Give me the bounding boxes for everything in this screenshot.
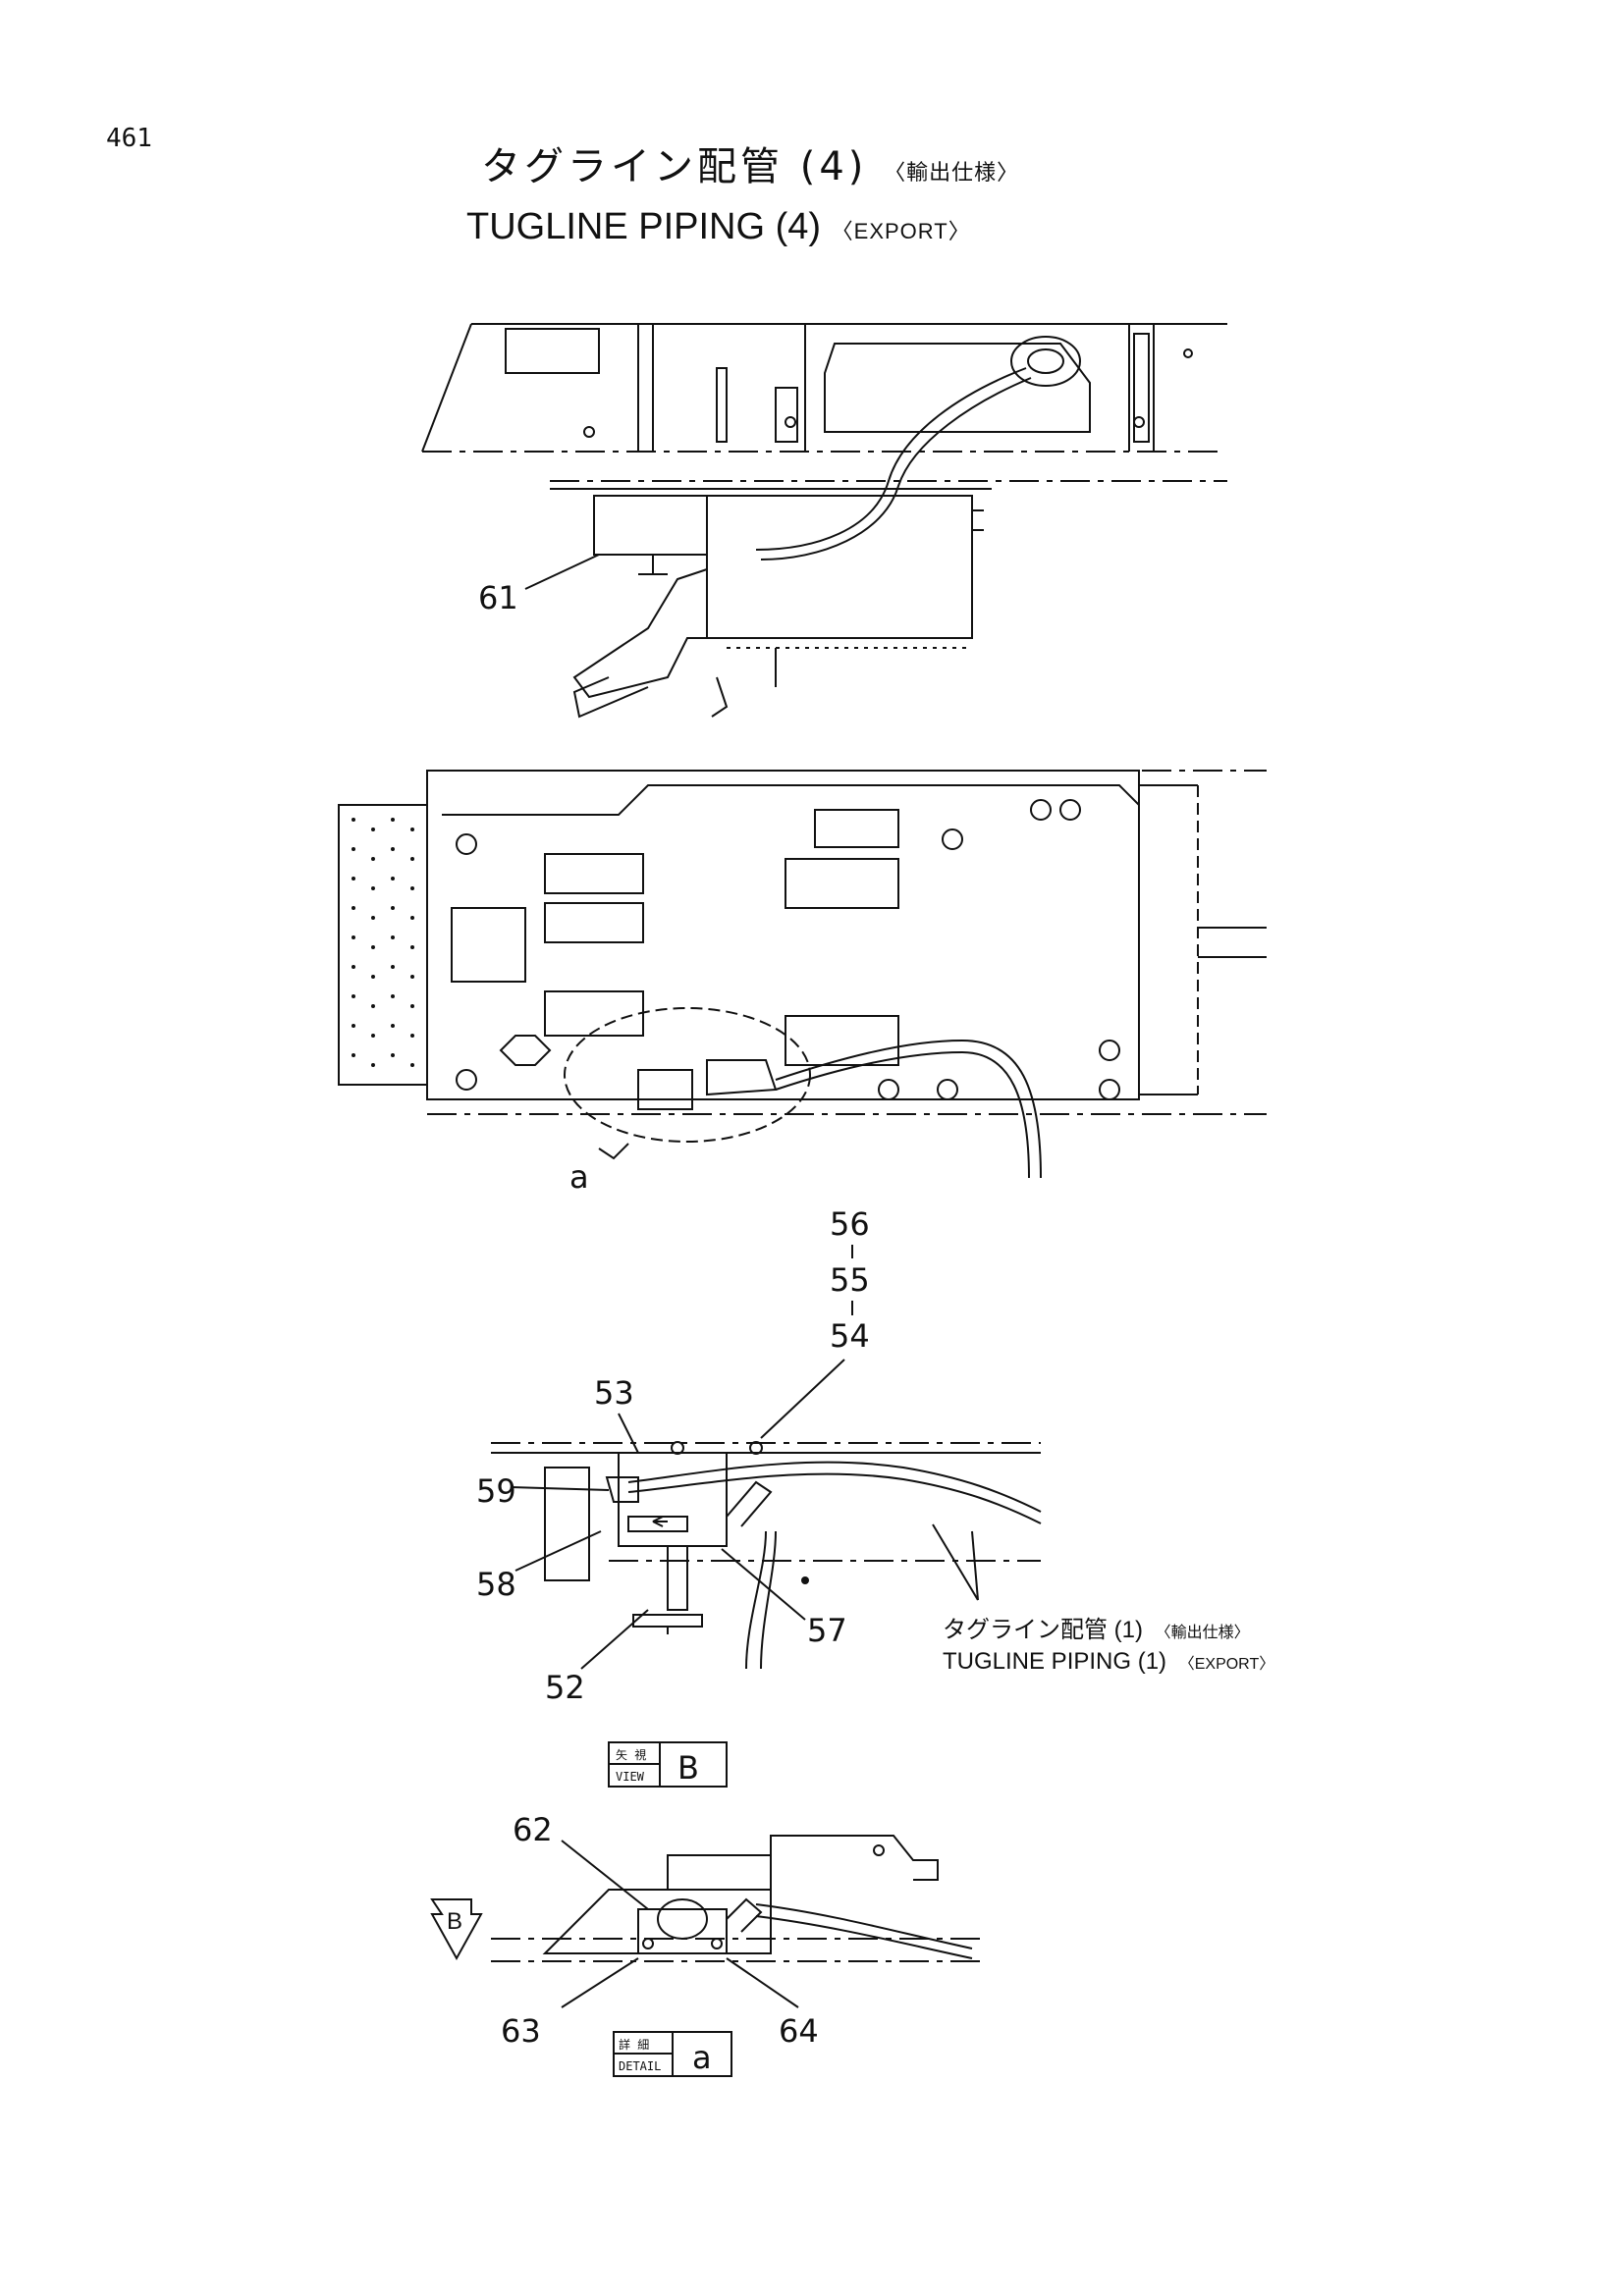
reference-en-text: TUGLINE PIPING (1) [943, 1648, 1166, 1675]
view-arrow-letter: B [447, 1908, 462, 1935]
callout-56: 56 [830, 1205, 870, 1243]
title-en-text: TUGLINE PIPING [466, 206, 766, 247]
dotted-panel [352, 818, 809, 1584]
callout-a: a [569, 1158, 589, 1196]
title-en-sub: 〈EXPORT〉 [831, 219, 971, 243]
title-jp-sub: 〈輸出仕様〉 [884, 160, 1020, 185]
page-number: 461 [106, 124, 152, 153]
view-b-box [608, 1741, 728, 1788]
reference-en-sub: 〈EXPORT〉 [1179, 1656, 1275, 1673]
side-view-frame [421, 323, 1227, 719]
callout-63: 63 [501, 2012, 541, 2050]
detail-box-en: DETAIL [619, 2059, 661, 2073]
plan-view-frame [338, 770, 1267, 1179]
view-b-figure [491, 1441, 1042, 1670]
title-english: TUGLINE PIPING (4) 〈EXPORT〉 [466, 208, 971, 245]
reference-jp: タグライン配管 (1) 〈輸出仕様〉 [943, 1617, 1250, 1643]
title-jp-text: タグライン配管 [481, 144, 784, 189]
detail-a-figure [430, 1835, 982, 1962]
title-jp-num: (4) [799, 144, 868, 189]
view-box-en: VIEW [616, 1770, 645, 1784]
callout-58: 58 [476, 1566, 516, 1603]
detail-box-letter: a [692, 2039, 712, 2076]
callout-54: 54 [830, 1317, 870, 1355]
reference-en: TUGLINE PIPING (1) 〈EXPORT〉 [943, 1648, 1274, 1675]
title-japanese: タグライン配管 (4) 〈輸出仕様〉 [481, 147, 1019, 187]
callout-53: 53 [594, 1374, 634, 1412]
reference-jp-text: タグライン配管 (1) [943, 1617, 1143, 1643]
callout-59: 59 [476, 1472, 516, 1510]
callout-55: 55 [830, 1261, 870, 1299]
detail-box-jp: 詳 細 [619, 2037, 649, 2052]
callout-57: 57 [807, 1612, 847, 1649]
detail-a-box [613, 2031, 732, 2077]
callout-64: 64 [779, 2012, 819, 2050]
reference-jp-sub: 〈輸出仕様〉 [1156, 1624, 1250, 1641]
callout-61: 61 [478, 579, 518, 616]
view-box-letter: B [677, 1749, 699, 1787]
callout-52: 52 [545, 1669, 585, 1706]
title-en-num: (4) [775, 206, 822, 247]
callout-62: 62 [513, 1811, 553, 1848]
callout-leaders [510, 554, 979, 2008]
view-box-jp: 矢 視 [616, 1747, 646, 1762]
